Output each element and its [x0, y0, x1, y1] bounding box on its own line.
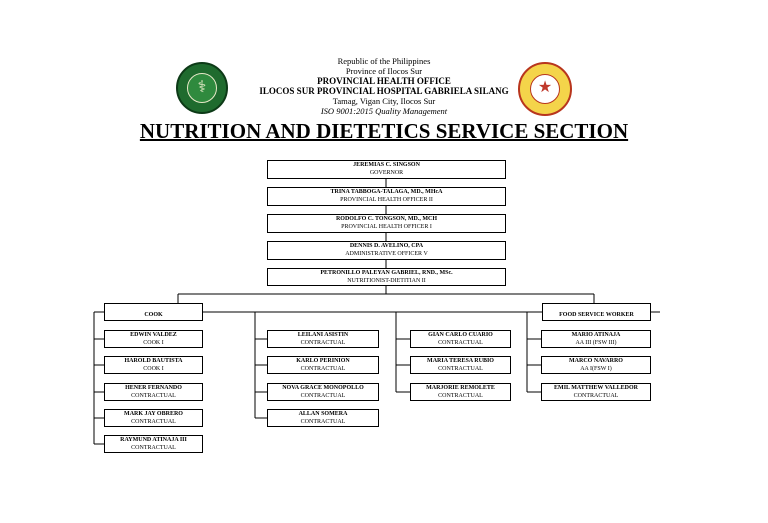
letterhead-republic: Republic of the Philippines: [337, 56, 431, 66]
letterhead-iso: ISO 9001:2015 Quality Management: [320, 106, 448, 116]
group-cook: COOK: [104, 303, 203, 321]
letterhead-hospital: ILOCOS SUR PROVINCIAL HOSPITAL GABRIELA …: [259, 86, 509, 96]
province-seal-icon: ★: [518, 62, 572, 116]
group-food-service-worker: FOOD SERVICE WORKER: [542, 303, 651, 321]
letterhead-province: Province of Ilocos Sur: [345, 66, 423, 76]
letterhead-address: Tamag, Vigan City, Ilocos Sur: [332, 96, 436, 106]
page-title: NUTRITION AND DIETETICS SERVICE SECTION: [139, 119, 629, 143]
letterhead: Republic of the Philippines Province of …: [0, 56, 768, 116]
box-nutritionist-dietitian: PETRONILLO PALEYAN GABRIEL, RND., MSc.NU…: [267, 268, 506, 286]
letterhead-office: PROVINCIAL HEALTH OFFICE: [317, 76, 451, 86]
hospital-seal-icon: ⚕: [176, 62, 228, 114]
